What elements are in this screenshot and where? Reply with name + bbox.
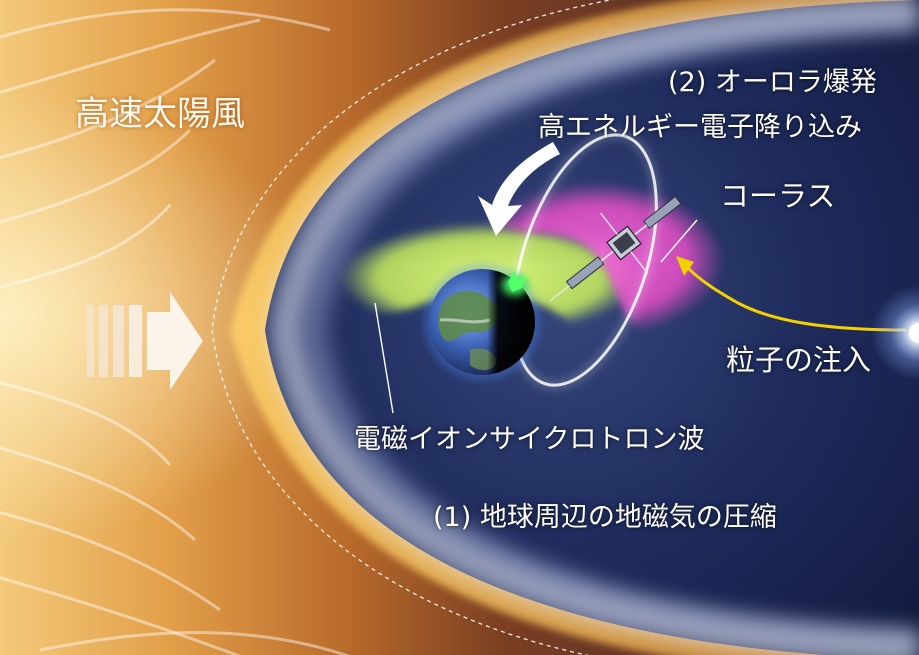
inner-glow [303,9,919,651]
chorus-label: コーラス [720,179,836,213]
injection-arrow-icon [686,266,907,332]
emic-wave-label: 電磁イオンサイクロトロン波 [354,424,705,455]
electron-precipitation-label: 高エネルギー電子降り込み [538,112,862,143]
precipitation-arrow-icon [478,142,560,236]
compression-label: (1) 地球周辺の地磁気の圧縮 [433,502,777,533]
emic-leader-line [374,302,394,414]
chorus-leader-line [660,219,698,263]
solar-wind-streamlines [0,8,350,655]
sun-glow-icon [871,285,919,381]
solar-wind-arrow-icon [87,292,203,390]
aurora-burst-label: (2) オーロラ爆発 [668,67,877,98]
solar-wind-label: 高速太陽風 [75,94,245,134]
satellite-icon [549,195,682,302]
magnetopause-boundary [211,0,615,655]
magnetopause-glow [267,0,919,655]
particle-injection-label: 粒子の注入 [726,343,872,377]
